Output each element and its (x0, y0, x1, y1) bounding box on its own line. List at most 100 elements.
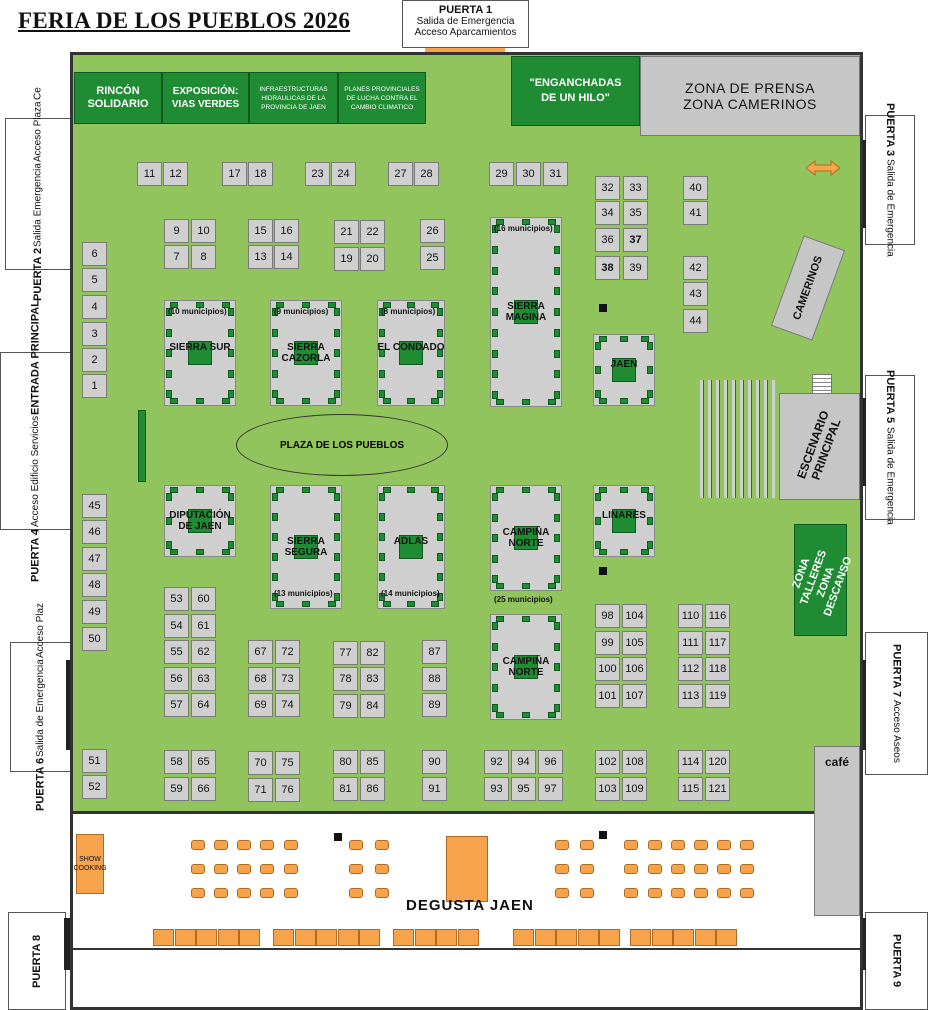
stand-86[interactable]: 86 (360, 777, 385, 801)
stand-93[interactable]: 93 (484, 777, 509, 801)
stand-66[interactable]: 66 (191, 777, 216, 801)
stand-50[interactable]: 50 (82, 627, 107, 651)
stand-72[interactable]: 72 (275, 640, 300, 664)
stand-104[interactable]: 104 (622, 604, 647, 628)
stand-110[interactable]: 110 (678, 604, 703, 628)
stand-75[interactable]: 75 (275, 751, 300, 775)
food-counter[interactable] (577, 929, 599, 946)
stand-89[interactable]: 89 (422, 693, 447, 717)
zone-enganchadas[interactable]: "ENGANCHADAS DE UN HILO" (511, 56, 640, 126)
stand-3[interactable]: 3 (82, 322, 107, 346)
stand-20[interactable]: 20 (360, 247, 385, 271)
stand-103[interactable]: 103 (595, 777, 620, 801)
stand-108[interactable]: 108 (622, 750, 647, 774)
stand-70[interactable]: 70 (248, 751, 273, 775)
stand-91[interactable]: 91 (422, 777, 447, 801)
food-counter[interactable] (513, 929, 534, 946)
stand-19[interactable]: 19 (334, 247, 359, 271)
stand-36[interactable]: 36 (595, 228, 620, 252)
stand-29[interactable]: 29 (489, 162, 514, 186)
zone-cafe[interactable]: café (814, 746, 860, 916)
stand-45[interactable]: 45 (82, 494, 107, 518)
stand-65[interactable]: 65 (191, 750, 216, 774)
stand-41[interactable]: 41 (683, 201, 708, 225)
food-counter[interactable] (153, 929, 174, 946)
stand-97[interactable]: 97 (538, 777, 563, 801)
stand-6[interactable]: 6 (82, 242, 107, 266)
stand-78[interactable]: 78 (333, 667, 358, 691)
stand-17[interactable]: 17 (222, 162, 247, 186)
stand-9[interactable]: 9 (164, 219, 189, 243)
zone-talleres-descanso[interactable]: ZONA TALLERES ZONA DESCANSO (791, 524, 855, 636)
stand-98[interactable]: 98 (595, 604, 620, 628)
zone-escenario-principal[interactable]: ESCENARIO PRINCIPAL (779, 393, 860, 500)
door-3[interactable]: PUERTA 3 Salida de Emergencia (865, 103, 915, 257)
food-counter[interactable] (316, 929, 337, 946)
stand-27[interactable]: 27 (388, 162, 413, 186)
stand-63[interactable]: 63 (191, 667, 216, 691)
stand-120[interactable]: 120 (705, 750, 730, 774)
stand-13[interactable]: 13 (248, 245, 273, 269)
stand-74[interactable]: 74 (275, 693, 300, 717)
stand-79[interactable]: 79 (333, 694, 358, 718)
stand-85[interactable]: 85 (360, 750, 385, 774)
stand-44[interactable]: 44 (683, 309, 708, 333)
zone-exposicion-vias-verdes[interactable]: EXPOSICIÓN: VIAS VERDES (162, 72, 249, 124)
food-counter[interactable] (716, 929, 737, 946)
stand-5[interactable]: 5 (82, 268, 107, 292)
stand-102[interactable]: 102 (595, 750, 620, 774)
stand-33[interactable]: 33 (623, 176, 648, 200)
stand-26[interactable]: 26 (420, 219, 445, 243)
stand-92[interactable]: 92 (484, 750, 509, 774)
stand-106[interactable]: 106 (622, 657, 647, 681)
stand-35[interactable]: 35 (623, 201, 648, 225)
door-1[interactable]: PUERTA 1 Salida de Emergencia Acceso Apa… (402, 0, 529, 48)
stand-18[interactable]: 18 (248, 162, 273, 186)
stand-53[interactable]: 53 (164, 587, 189, 611)
door-5[interactable]: PUERTA 5 Salida de Emergencia (865, 370, 915, 525)
stand-22[interactable]: 22 (360, 220, 385, 244)
stand-69[interactable]: 69 (248, 693, 273, 717)
stand-23[interactable]: 23 (305, 162, 330, 186)
food-counter[interactable] (414, 929, 436, 946)
pavilion-sierra-sur[interactable] (164, 300, 236, 406)
food-counter[interactable] (393, 929, 414, 946)
stand-8[interactable]: 8 (191, 245, 216, 269)
stand-34[interactable]: 34 (595, 201, 620, 225)
stand-77[interactable]: 77 (333, 641, 358, 665)
stand-71[interactable]: 71 (248, 778, 273, 802)
stand-54[interactable]: 54 (164, 614, 189, 638)
stand-52[interactable]: 52 (82, 775, 107, 799)
stand-118[interactable]: 118 (705, 657, 730, 681)
stand-59[interactable]: 59 (164, 777, 189, 801)
stand-31[interactable]: 31 (543, 162, 568, 186)
stand-81[interactable]: 81 (333, 777, 358, 801)
food-counter[interactable] (337, 929, 359, 946)
zone-prensa-camerinos[interactable]: ZONA DE PRENSA ZONA CAMERINOS (640, 56, 860, 136)
stand-94[interactable]: 94 (511, 750, 536, 774)
stand-76[interactable]: 76 (275, 778, 300, 802)
stand-88[interactable]: 88 (422, 667, 447, 691)
door-6[interactable]: PUERTA 6 Salida de Emergencia Acceso Pla… (10, 603, 71, 811)
door-4[interactable]: PUERTA 4 Acceso Edificio Servicios ENTRA… (0, 300, 71, 582)
door-2[interactable]: PUERTA 2 Salida Emergencia Acceso Plaza … (5, 87, 71, 301)
stand-113[interactable]: 113 (678, 684, 703, 708)
stand-30[interactable]: 30 (516, 162, 541, 186)
stand-25[interactable]: 25 (420, 246, 445, 270)
food-counter[interactable] (359, 929, 380, 946)
stand-10[interactable]: 10 (191, 219, 216, 243)
food-counter[interactable] (599, 929, 620, 946)
stand-61[interactable]: 61 (191, 614, 216, 638)
stand-2[interactable]: 2 (82, 348, 107, 372)
stand-47[interactable]: 47 (82, 547, 107, 571)
food-counter[interactable] (534, 929, 556, 946)
stand-57[interactable]: 57 (164, 693, 189, 717)
zone-infraestructuras[interactable]: INFRAESTRUCTURAS HIDRAULICAS DE LA PROVI… (249, 72, 338, 124)
food-counter[interactable] (217, 929, 239, 946)
stand-21[interactable]: 21 (334, 220, 359, 244)
stand-15[interactable]: 15 (248, 219, 273, 243)
stand-49[interactable]: 49 (82, 600, 107, 624)
stand-87[interactable]: 87 (422, 640, 447, 664)
stand-116[interactable]: 116 (705, 604, 730, 628)
stand-95[interactable]: 95 (511, 777, 536, 801)
